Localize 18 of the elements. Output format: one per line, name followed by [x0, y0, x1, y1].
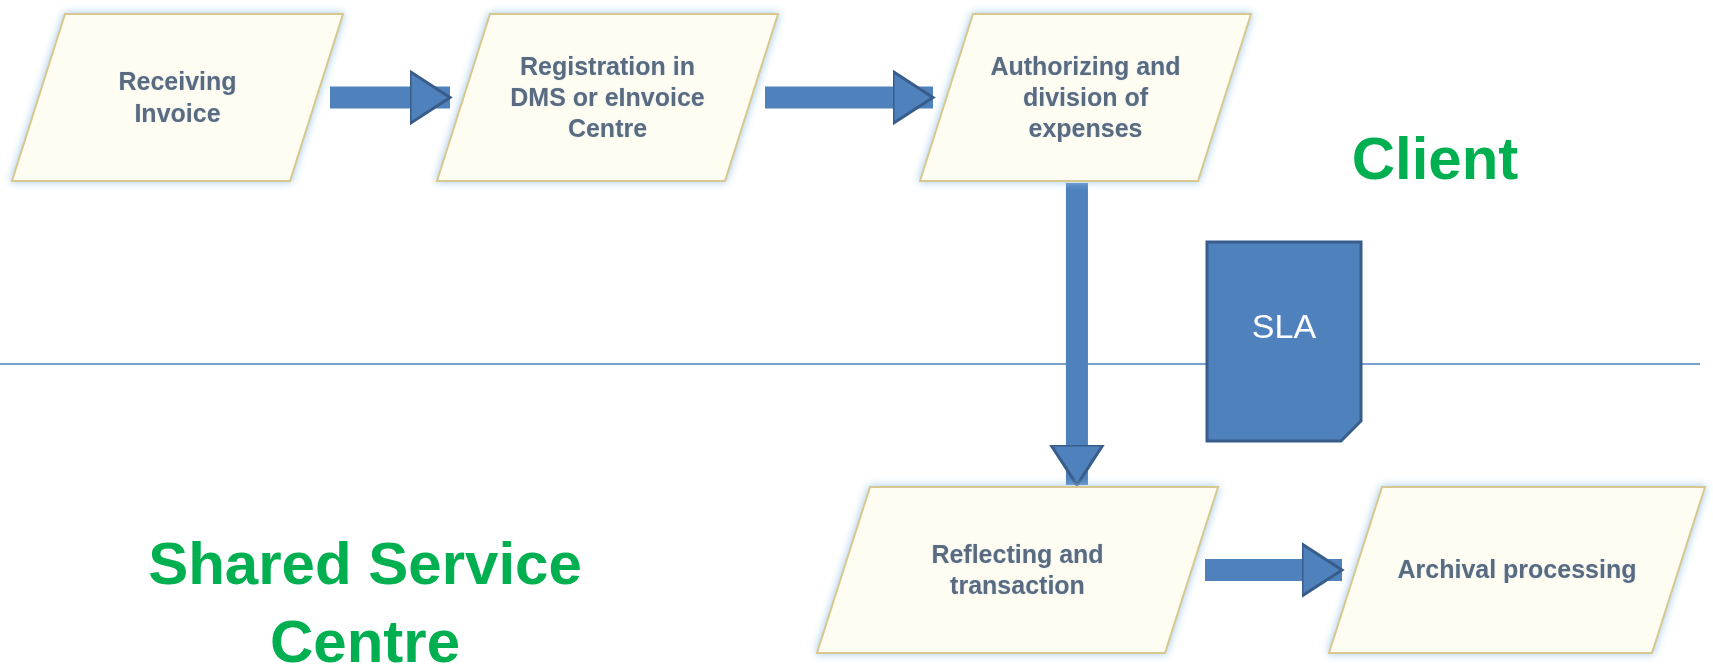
- process-parallelogram: [918, 12, 1253, 183]
- node-label: Receiving Invoice: [117, 66, 238, 129]
- block-arrow: [330, 70, 452, 125]
- node-label: Archival processing: [1396, 554, 1638, 586]
- process-parallelogram: [815, 485, 1220, 655]
- lane-title: Shared Service Centre: [147, 529, 583, 672]
- document-shape: [1205, 240, 1363, 443]
- block-arrow: [1205, 542, 1344, 598]
- node-label: Reflecting and transaction: [930, 538, 1105, 601]
- process-parallelogram: [1327, 485, 1707, 655]
- process-parallelogram: [435, 12, 780, 183]
- block-arrow: [1049, 183, 1105, 487]
- process-parallelogram: [10, 12, 345, 183]
- block-arrow: [765, 70, 935, 125]
- node-label: Authorizing and division of expenses: [989, 50, 1182, 145]
- node-label: SLA: [1251, 306, 1317, 348]
- lane-title: Client: [1350, 124, 1520, 194]
- node-label: Registration in DMS or eInvoice Centre: [509, 50, 706, 145]
